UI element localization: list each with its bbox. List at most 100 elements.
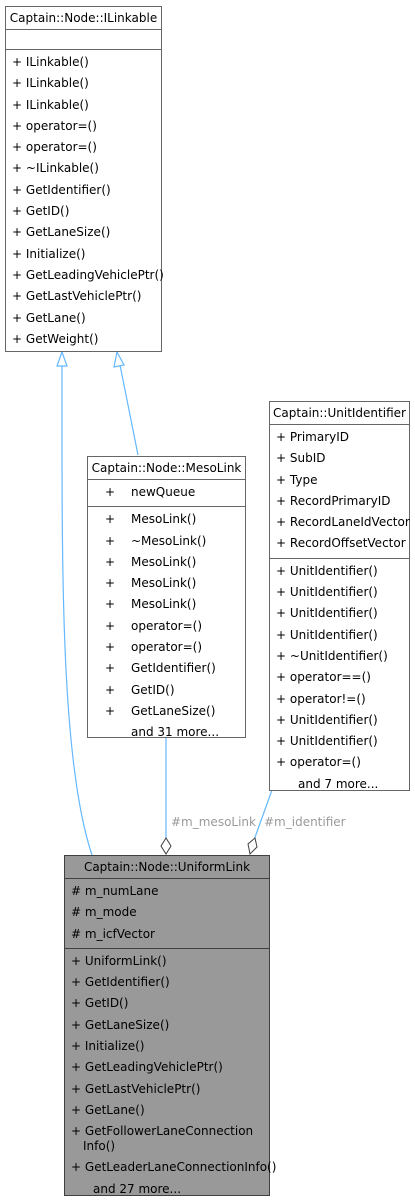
visibility-marker: + [276,585,287,600]
attribute-row[interactable]: + RecordOffsetVector [270,533,409,554]
method-row[interactable]: + GetLeaderLaneConnectionInfo() [65,1157,276,1178]
attributes-section [6,30,161,50]
visibility-marker: + [276,712,287,727]
method-row[interactable]: + GetWeight() [6,329,161,350]
method-row[interactable]: + GetLaneSize() [6,222,161,243]
class-title[interactable]: Captain::Node::ILinkable [6,7,161,30]
visibility-marker: + [276,691,287,706]
method-row[interactable]: +~MesoLink() [88,531,245,552]
inheritance-arrowhead-mesolink [113,350,125,368]
method-row[interactable]: +MesoLink() [88,573,245,594]
method-row[interactable]: + GetLaneSize() [88,701,245,722]
visibility-marker: + [105,485,116,499]
method-row[interactable]: + operator=() [6,116,161,137]
method-row[interactable]: + UnitIdentifier() [270,731,409,752]
method-row[interactable]: + ILinkable() [6,95,161,116]
visibility-marker: + [276,563,287,578]
attributes-section: + newQueue [88,480,245,508]
attribute-row[interactable]: # m_numLane [65,881,269,902]
method-name: GetIdentifier() [84,975,170,990]
method-row[interactable]: + operator=() [6,137,161,158]
method-name-continuation: Info() [83,1139,116,1154]
method-row[interactable]: + operator!=() [270,689,409,710]
more-methods-label: and 7 more... [298,776,379,791]
class-box-ilinkable[interactable]: Captain::Node::ILinkable + ILinkable()+ … [5,6,164,352]
method-row[interactable]: + Initialize() [65,1036,269,1057]
attribute-name: m_numLane [84,884,159,898]
class-box-uniformlink[interactable]: Captain::Node::UniformLink # m_numLane# … [64,855,276,1196]
method-row[interactable]: + operator==() [270,667,409,688]
visibility-marker: + [105,661,116,676]
method-row[interactable]: + ILinkable() [6,73,161,94]
attribute-row[interactable]: + newQueue [88,482,245,503]
attribute-name: newQueue [131,485,196,499]
method-row[interactable]: + GetLeadingVehiclePtr() [65,1057,269,1078]
inheritance-arrowhead-uniformlink [56,350,68,367]
method-row[interactable]: +MesoLink() [88,552,245,573]
visibility-marker: + [12,97,23,112]
method-row[interactable]: + UniformLink() [65,951,269,972]
visibility-marker: + [12,182,23,197]
method-row[interactable]: + GetIdentifier() [6,180,161,201]
visibility-marker: + [12,204,23,219]
method-row[interactable]: + GetLane() [65,1100,269,1121]
method-name: UnitIdentifier() [289,585,378,600]
attribute-row[interactable]: + RecordLaneIdVector [270,512,410,533]
method-name: UnitIdentifier() [289,606,378,621]
attribute-row[interactable]: + SubID [270,448,409,469]
method-row[interactable]: + ~ILinkable() [6,158,161,179]
method-row[interactable]: + UnitIdentifier() [270,710,409,731]
method-row[interactable]: +operator=() [88,616,245,637]
method-row[interactable]: + ILinkable() [6,52,161,73]
method-row[interactable]: + UnitIdentifier() [270,582,409,603]
more-methods-link[interactable]: and 27 more... [65,1179,269,1200]
more-methods-link[interactable]: and 31 more... [88,722,245,743]
method-row[interactable]: + GetID() [6,201,161,222]
method-row[interactable]: + ~UnitIdentifier() [270,646,409,667]
class-title[interactable]: Captain::UnitIdentifier [270,402,409,425]
attributes-section: + PrimaryID+ SubID+ Type+ RecordPrimaryI… [270,425,410,559]
method-row[interactable]: +operator=() [88,637,245,658]
visibility-marker: + [71,953,82,968]
visibility-marker: + [12,118,23,133]
method-row[interactable]: +GetID() [88,680,245,701]
method-row[interactable]: + GetLane() [6,308,161,329]
method-row[interactable]: + UnitIdentifier() [270,561,409,582]
method-row[interactable]: + UnitIdentifier() [270,625,409,646]
method-name: UnitIdentifier() [289,563,378,578]
method-row[interactable]: + operator=() [270,752,409,773]
method-row[interactable]: + GetLastVehiclePtr() [6,286,161,307]
attribute-name: m_mode [84,905,137,920]
visibility-marker: + [276,515,287,530]
method-row[interactable]: + GetLastVehiclePtr() [65,1079,269,1100]
more-methods-link[interactable]: and 7 more... [270,774,409,795]
attribute-row[interactable]: # m_mode [65,902,269,923]
method-name: GetLaneSize() [131,703,216,718]
class-box-mesolink[interactable]: Captain::Node::MesoLink + newQueue +MesoL… [87,456,246,739]
methods-section: + UnitIdentifier()+ UnitIdentifier()+ Un… [270,559,409,798]
attribute-row[interactable]: + PrimaryID [270,427,409,448]
method-row[interactable]: + Initialize() [6,244,161,265]
class-title[interactable]: Captain::Node::UniformLink [65,856,269,879]
visibility-marker: + [276,670,287,685]
method-name: GetWeight() [25,331,99,346]
method-row[interactable]: + GetID() [65,993,269,1014]
method-name: ~UnitIdentifier() [289,648,388,663]
method-row[interactable]: + GetLeadingVehiclePtr() [6,265,164,286]
attribute-row[interactable]: + RecordPrimaryID [270,491,409,512]
attribute-row[interactable]: # m_icfVector [65,924,269,945]
visibility-marker: + [105,703,116,718]
method-row[interactable]: + UnitIdentifier() [270,603,409,624]
visibility-marker: + [12,76,23,91]
class-title[interactable]: Captain::Node::MesoLink [88,457,245,480]
method-row[interactable]: +MesoLink() [88,594,245,615]
method-name: operator=() [131,618,203,633]
attribute-row[interactable]: + Type [270,470,409,491]
method-row[interactable]: +GetIdentifier() [88,658,245,679]
method-row[interactable]: + GetLaneSize() [65,1015,269,1036]
method-row[interactable]: + GetIdentifier() [65,972,269,993]
method-row[interactable]: +MesoLink() [88,509,245,530]
class-box-unitidentifier[interactable]: Captain::UnitIdentifier + PrimaryID+ Sub… [269,401,410,791]
visibility-marker: + [12,140,23,155]
